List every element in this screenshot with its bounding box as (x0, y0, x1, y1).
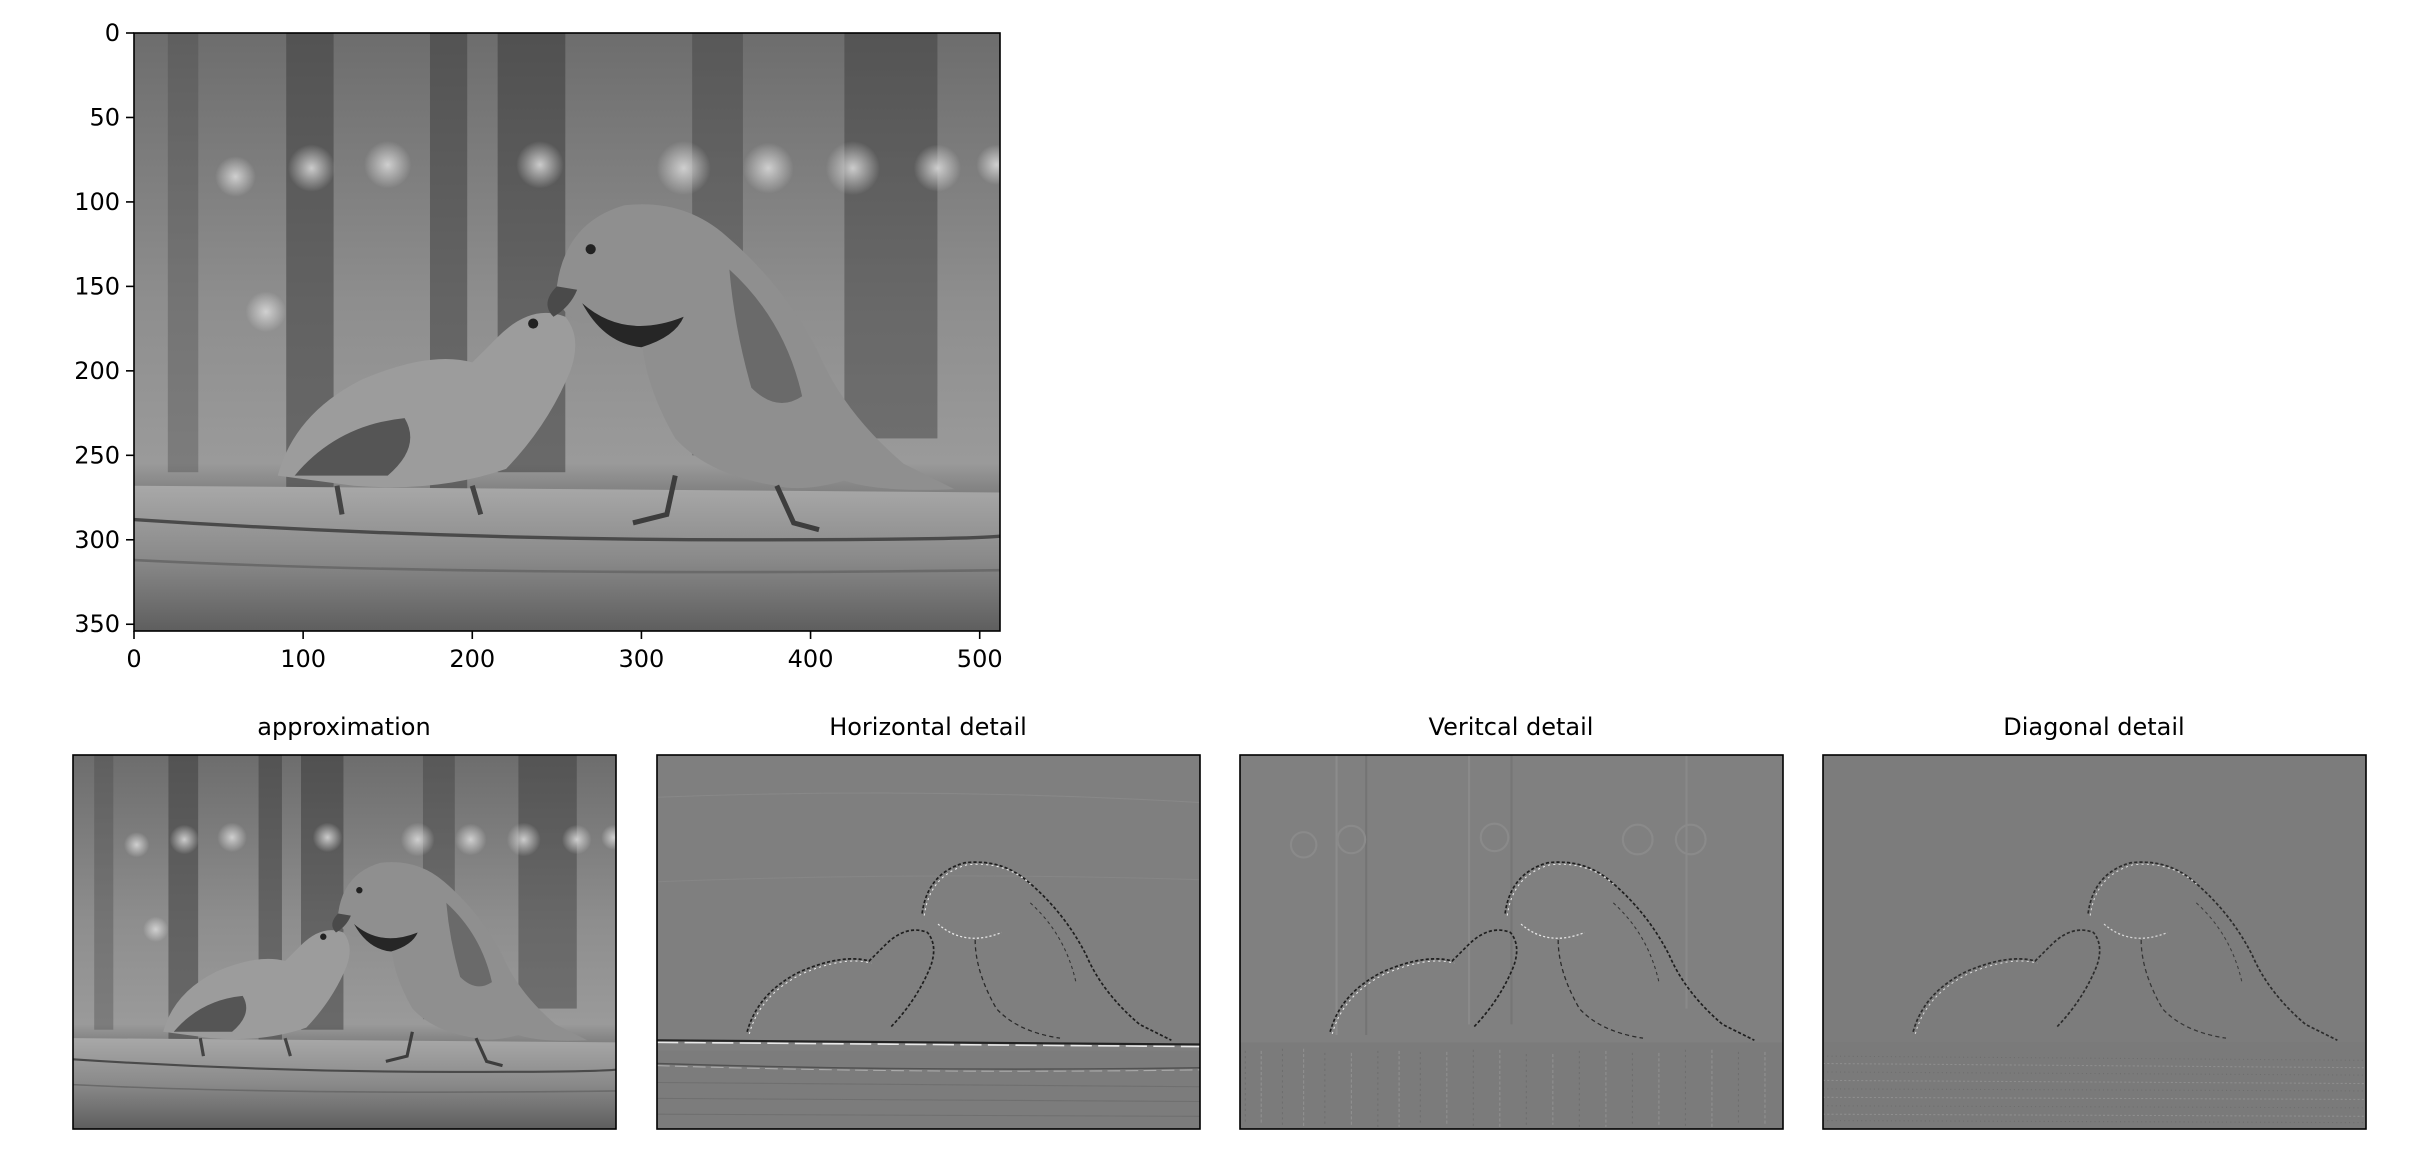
y-tick-label: 150 (74, 272, 120, 300)
subplot-horizontal-detail: Horizontal detail (656, 713, 1201, 1130)
subplot-diagonal-detail: Diagonal detail (1822, 713, 2367, 1130)
main-image (134, 33, 1017, 631)
x-tick-label: 300 (619, 645, 665, 673)
y-tick-label: 250 (74, 441, 120, 469)
x-tick-label: 500 (957, 645, 1003, 673)
y-tick-label: 0 (105, 19, 120, 47)
subplot-title-approximation: approximation (257, 713, 430, 741)
y-tick-label: 350 (74, 610, 120, 638)
main-y-axis: 0 50 100 150 200 250 300 350 (74, 19, 134, 638)
vertical-detail-image (1240, 755, 1783, 1129)
y-tick-label: 200 (74, 357, 120, 385)
x-tick-label: 100 (280, 645, 326, 673)
approximation-image (73, 755, 616, 1129)
subplot-title-horizontal: Horizontal detail (829, 713, 1027, 741)
horizontal-detail-frame (656, 754, 1201, 1130)
main-x-axis: 0 100 200 300 400 500 (126, 631, 1003, 673)
horizontal-detail-image (657, 755, 1200, 1129)
subplot-title-diagonal: Diagonal detail (2003, 713, 2184, 741)
diagonal-detail-frame (1822, 754, 2367, 1130)
y-tick-label: 300 (74, 526, 120, 554)
y-tick-label: 50 (89, 103, 120, 131)
y-tick-label: 100 (74, 188, 120, 216)
subplot-vertical-detail: Veritcal detail (1239, 713, 1784, 1130)
main-image-axes: 0 100 200 300 400 500 0 50 100 150 200 250 300 350 (74, 19, 1017, 673)
vertical-detail-frame (1239, 754, 1784, 1130)
main-image-frame (133, 32, 1001, 632)
diagonal-detail-image (1823, 755, 2366, 1129)
x-tick-label: 0 (126, 645, 141, 673)
subplot-title-vertical: Veritcal detail (1429, 713, 1594, 741)
x-tick-label: 200 (449, 645, 495, 673)
subplot-approximation: approximation (72, 713, 617, 1130)
x-tick-label: 400 (788, 645, 834, 673)
approximation-frame (72, 754, 617, 1130)
